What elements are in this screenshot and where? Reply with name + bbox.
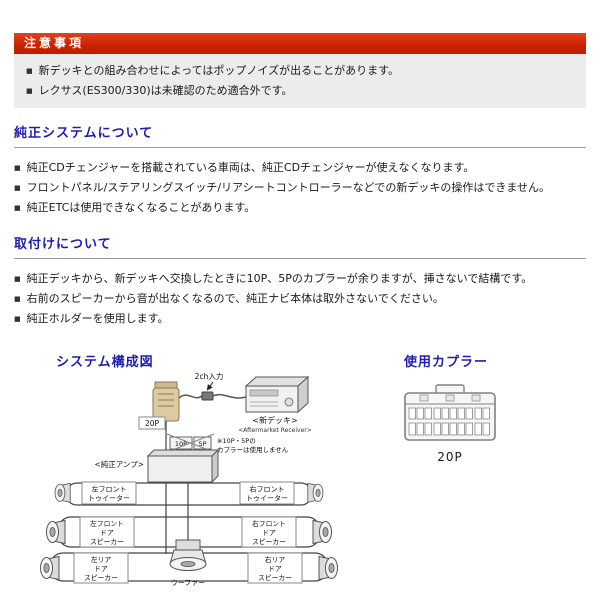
list-item: ■ レクサス(ES300/330)は未確認のため適合外です。	[26, 83, 574, 99]
svg-text:トゥイーター: トゥイーター	[88, 494, 130, 503]
bullet-icon: ■	[14, 184, 21, 192]
list-item-text: レクサス(ES300/330)は未確認のため適合外です。	[38, 84, 293, 97]
svg-text:スピーカー: スピーカー	[258, 574, 292, 582]
section-title: 取付けについて	[14, 233, 586, 259]
list-item: ■ 純正ETCは使用できなくなることがあります。	[14, 200, 586, 216]
bullet-icon: ■	[14, 315, 21, 323]
caution-title: 注意事項	[24, 36, 85, 50]
speaker-label-rr-door: 右リア ドア スピーカー	[247, 552, 303, 584]
deck-cable	[178, 391, 247, 401]
amp-icon	[146, 448, 220, 484]
bullet-icon: ■	[14, 164, 21, 172]
deck-label: <新デッキ>	[252, 415, 297, 425]
speaker-label-fr-tweeter: 右フロント トゥイーター	[239, 481, 295, 505]
list-item-text: 純正デッキから、新デッキへ交換したときに10P、5Pのカプラーが余りますが、挿さ…	[26, 272, 533, 285]
list-item-text: 純正ETCは使用できなくなることがあります。	[26, 201, 256, 214]
bullet-icon: ■	[14, 295, 21, 303]
coupler-size-label: 20P	[437, 450, 463, 464]
list-item-text: 純正ホルダーを使用します。	[26, 312, 169, 325]
caution-header: 注意事項	[14, 33, 586, 54]
unused-connectors-icon: 10P 5P	[166, 433, 215, 453]
10p-label: 10P	[175, 440, 187, 448]
speaker-icon	[54, 483, 71, 503]
speaker-label-fl-door: 左フロント ドア スピーカー	[79, 516, 135, 548]
list-item-text: 右前のスピーカーから音が出なくなるので、純正ナビ本体は取外さないでください。	[26, 292, 444, 305]
svg-text:ドア: ドア	[94, 565, 108, 573]
coupler-title: 使用カプラー	[404, 355, 489, 370]
coupler-20p-icon	[404, 384, 496, 441]
svg-text:左フロント: 左フロント	[92, 485, 127, 494]
list-item: ■ 純正デッキから、新デッキへ交換したときに10P、5Pのカプラーが余りますが、…	[14, 271, 586, 287]
svg-text:右リア: 右リア	[265, 555, 286, 564]
speaker-label-fr-door: 右フロント ドア スピーカー	[241, 516, 297, 548]
svg-text:右フロント: 右フロント	[250, 485, 285, 494]
speaker-label-fl-tweeter: 左フロント トゥイーター	[81, 481, 137, 505]
speaker-icon	[307, 483, 324, 503]
woofer-icon	[169, 539, 207, 571]
svg-text:スピーカー: スピーカー	[90, 538, 124, 546]
list-item: ■ 右前のスピーカーから音が出なくなるので、純正ナビ本体は取外さないでください。	[14, 291, 586, 307]
list-item-text: 純正CDチェンジャーを搭載されている車両は、純正CDチェンジャーが使えなくなりま…	[26, 161, 475, 174]
unused-note-line1: ※10P・5Pの	[217, 437, 256, 445]
svg-text:右フロント: 右フロント	[252, 519, 286, 528]
system-diagram-title: システム構成図	[56, 355, 154, 370]
svg-text:ドア: ドア	[100, 529, 114, 537]
harness-20p-text: 20P	[145, 419, 160, 428]
svg-text:ドア: ドア	[262, 529, 276, 537]
speaker-label-rl-door: 左リア ドア スピーカー	[73, 552, 129, 584]
list-item: ■ フロントパネル/ステアリングスイッチ/リアシートコントローラーなどでの新デッ…	[14, 180, 586, 196]
list-item: ■ 純正ホルダーを使用します。	[14, 311, 586, 327]
bullet-icon: ■	[14, 204, 21, 212]
woofer-label: ウーファー	[171, 579, 206, 587]
coupler-pins	[408, 407, 490, 436]
speaker-icon	[40, 556, 60, 580]
section-list: ■ 純正デッキから、新デッキへ交換したときに10P、5Pのカプラーが余りますが、…	[14, 271, 586, 327]
harness-20p-label: 20P	[138, 416, 166, 430]
deck-icon	[244, 375, 310, 414]
section-list: ■ 純正CDチェンジャーを搭載されている車両は、純正CDチェンジャーが使えなくな…	[14, 160, 586, 216]
section-installation: 取付けについて ■ 純正デッキから、新デッキへ交換したときに10P、5Pのカプラ…	[14, 233, 586, 327]
unused-note-line2: カプラーは使用しません	[217, 445, 289, 454]
svg-text:スピーカー: スピーカー	[84, 574, 118, 582]
amp-label: <純正アンプ>	[94, 459, 144, 469]
svg-text:トゥイーター: トゥイーター	[246, 494, 288, 503]
list-item-text: フロントパネル/ステアリングスイッチ/リアシートコントローラーなどでの新デッキの…	[26, 181, 551, 194]
2ch-input-arrow	[206, 381, 214, 391]
caution-list: ■ 新デッキとの組み合わせによってはポップノイズが出ることがあります。 ■ レク…	[26, 63, 574, 99]
svg-text:ドア: ドア	[268, 565, 282, 573]
svg-text:左フロント: 左フロント	[90, 519, 124, 528]
list-item: ■ 純正CDチェンジャーを搭載されている車両は、純正CDチェンジャーが使えなくな…	[14, 160, 586, 176]
harness-connector-icon	[152, 381, 180, 422]
bullet-icon: ■	[26, 87, 33, 95]
bullet-icon: ■	[26, 67, 33, 75]
list-item-text: 新デッキとの組み合わせによってはポップノイズが出ることがあります。	[38, 64, 399, 77]
speaker-icon	[312, 520, 332, 544]
deck-sublabel: <Aftermarket Receiver>	[238, 427, 312, 434]
system-diagram: 20P 2ch入力 <新デッキ> <Aftermarket Receiver> …	[40, 371, 338, 587]
svg-text:左リア: 左リア	[91, 555, 112, 564]
section-title: 純正システムについて	[14, 122, 586, 148]
svg-text:スピーカー: スピーカー	[252, 538, 286, 546]
2ch-input-label: 2ch入力	[195, 371, 224, 381]
caution-box: ■ 新デッキとの組み合わせによってはポップノイズが出ることがあります。 ■ レク…	[14, 54, 586, 108]
list-item: ■ 新デッキとの組み合わせによってはポップノイズが出ることがあります。	[26, 63, 574, 79]
speaker-icon	[46, 520, 66, 544]
bullet-icon: ■	[14, 275, 21, 283]
section-oem-system: 純正システムについて ■ 純正CDチェンジャーを搭載されている車両は、純正CDチ…	[14, 122, 586, 216]
speaker-icon	[318, 556, 338, 580]
5p-label: 5P	[198, 440, 206, 448]
